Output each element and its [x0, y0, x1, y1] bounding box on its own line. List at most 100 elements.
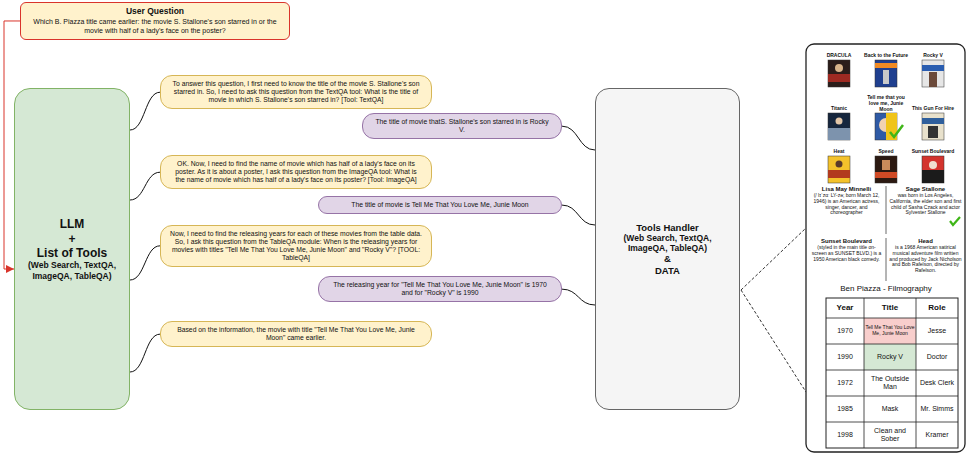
column-divider — [886, 238, 887, 281]
llm-message-bubble: OK. Now, I need to find the name of movi… — [160, 155, 432, 189]
poster-band — [828, 74, 850, 82]
poster-caption-text: Rocky V — [923, 53, 943, 59]
table-cell: Jesse — [917, 319, 957, 343]
snippet-heading-text: Sage Stallone — [906, 186, 945, 193]
table-cell-text: The Outside Man — [865, 375, 915, 391]
poster-band — [922, 65, 944, 71]
poster-caption-text: This Gun For Hire — [912, 106, 954, 112]
snippet-body: (styled in the main title on-screen as S… — [810, 245, 883, 262]
table-rule — [826, 370, 958, 371]
node-text: Now, I need to find the releasing years … — [170, 230, 422, 263]
snippet-body-text: is a 1968 American satirical musical adv… — [889, 245, 962, 274]
llm-message-bubble: Based on the information, the movie with… — [160, 321, 432, 347]
poster-caption: Speed — [862, 149, 910, 155]
node-heading: Tools Handler — [636, 222, 699, 233]
poster-caption: Rocky V — [909, 53, 957, 59]
table-cell: Tell Me That You Love Me, Junie Moon — [865, 319, 915, 343]
node-text: OK. Now, I need to find the name of movi… — [170, 160, 422, 184]
poster-figure — [929, 72, 937, 87]
snippet-heading-text: Head — [918, 238, 933, 245]
connector — [562, 205, 595, 225]
snippet-heading-text: Sunset Boulevard — [821, 238, 872, 245]
table-cell: Mr. Simms — [917, 397, 957, 421]
movie-poster — [828, 60, 850, 87]
table-cell: The Outside Man — [865, 371, 915, 395]
poster-caption: This Gun For Hire — [909, 106, 957, 112]
poster-caption-text: Tell me that you love me, Junie Moon — [862, 95, 910, 112]
snippet-heading: Sunset Boulevard — [810, 238, 883, 245]
table-cell-text: Mr. Simms — [920, 405, 953, 413]
snippet-body: was born in Los Angeles, California, the… — [889, 193, 962, 216]
table-cell-text: 1970 — [837, 327, 853, 335]
movie-poster — [922, 113, 944, 140]
table-cell-text: Desk Clerk — [920, 379, 954, 387]
poster-face — [836, 161, 843, 168]
poster-face — [929, 161, 937, 169]
node-text: + — [68, 232, 75, 246]
poster-ground — [828, 60, 850, 87]
tool-response-bubble: The releasing year for "Tell Me That You… — [318, 276, 562, 302]
poster-figure — [882, 160, 890, 170]
movie-poster — [875, 113, 903, 140]
tool-response-bubble: The title of movie is Tell Me That You L… — [318, 196, 562, 214]
connector — [130, 172, 160, 200]
connector — [130, 246, 160, 280]
table-cell: 1985 — [827, 397, 863, 421]
llm-message-bubble: Now, I need to find the releasing years … — [160, 225, 432, 268]
table-rule — [916, 298, 917, 448]
dashed-leader — [741, 228, 806, 290]
snippet-body-text: (/ lɪˈzɑː LY-zə; born March 12, 1946) is… — [810, 193, 883, 216]
node-text: & — [664, 253, 671, 264]
snippet-body-text: (styled in the main title on-screen as S… — [810, 245, 883, 262]
node-text: The releasing year for "Tell Me That You… — [328, 281, 552, 297]
tool-response-bubble: The title of movie thatS. Stallone's son… — [362, 113, 562, 139]
agent-box: LLM+List of Tools(Web Search, TextQA, Im… — [14, 88, 130, 410]
poster-figure — [883, 70, 889, 84]
table-title: Ben Piazza - Filmography — [810, 284, 962, 293]
node-heading: LLM — [60, 217, 85, 231]
tool-handler-box: Tools Handler(Web Search, TextQA, ImageQ… — [595, 88, 740, 410]
movie-poster — [875, 60, 897, 87]
table-cell-text: 1972 — [837, 379, 853, 387]
table-cell: Mask — [865, 397, 915, 421]
poster-ground — [922, 60, 944, 87]
table-header-text: Role — [928, 303, 945, 312]
question-box: User QuestionWhich B. Piazza title came … — [20, 2, 290, 40]
snippet-heading: Head — [889, 238, 962, 245]
table-cell: 1998 — [827, 423, 863, 447]
table-rule — [826, 318, 958, 319]
table-title-text: Ben Piazza - Filmography — [840, 284, 932, 293]
snippet-body-text: was born in Los Angeles, California, the… — [889, 193, 962, 216]
poster-caption: Titanic — [815, 106, 863, 112]
table-cell-text: Doctor — [927, 353, 948, 361]
movie-poster — [922, 60, 944, 87]
poster-band — [922, 170, 944, 183]
connector — [562, 289, 595, 305]
poster-ground — [828, 113, 850, 140]
poster-band — [875, 63, 897, 68]
node-text: Based on the information, the movie with… — [170, 326, 422, 342]
poster-ground — [922, 156, 944, 183]
table-cell: Rocky V — [865, 345, 915, 369]
poster-face — [836, 118, 843, 125]
check-mark — [890, 125, 903, 137]
poster-caption-text: Heat — [834, 149, 845, 155]
table-header: Title — [865, 299, 915, 317]
poster-ground — [828, 156, 850, 183]
node-text: To answer this question, I first need to… — [170, 80, 422, 104]
table-cell: Kramer — [917, 423, 957, 447]
poster-caption: Back to the Future — [862, 53, 910, 59]
node-text: The title of movie thatS. Stallone's son… — [372, 118, 552, 134]
movie-poster — [828, 113, 850, 140]
connector — [130, 334, 160, 372]
table-cell-text: Tell Me That You Love Me, Junie Moon — [865, 325, 915, 337]
connector — [562, 126, 595, 150]
dashed-leader — [741, 290, 806, 392]
table-cell: 1990 — [827, 345, 863, 369]
poster-caption: DRACULA — [815, 53, 863, 59]
table-cell-text: Rocky V — [877, 353, 903, 361]
table-header-text: Year — [837, 303, 854, 312]
snippet-heading: Sage Stallone — [889, 186, 962, 193]
